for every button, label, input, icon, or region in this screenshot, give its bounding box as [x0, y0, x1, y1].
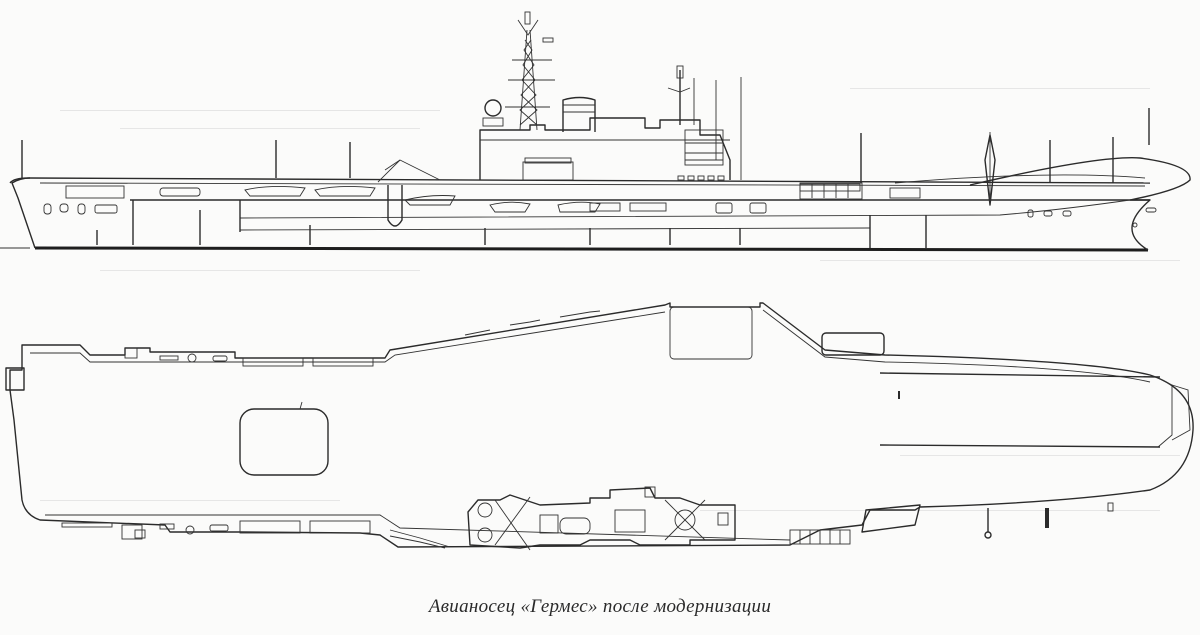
lattice-mast: [505, 11, 555, 131]
island-plan: [467, 486, 736, 551]
island-superstructure: [479, 11, 742, 181]
aft-lift: [239, 408, 329, 476]
keel-line: [34, 246, 1149, 252]
profile-view: [0, 11, 1191, 252]
radome: [484, 99, 502, 117]
forward-lift: [669, 306, 753, 360]
plan-view: [5, 302, 1194, 551]
figure-caption: Авианосец «Гермес» после модернизации: [428, 596, 772, 617]
